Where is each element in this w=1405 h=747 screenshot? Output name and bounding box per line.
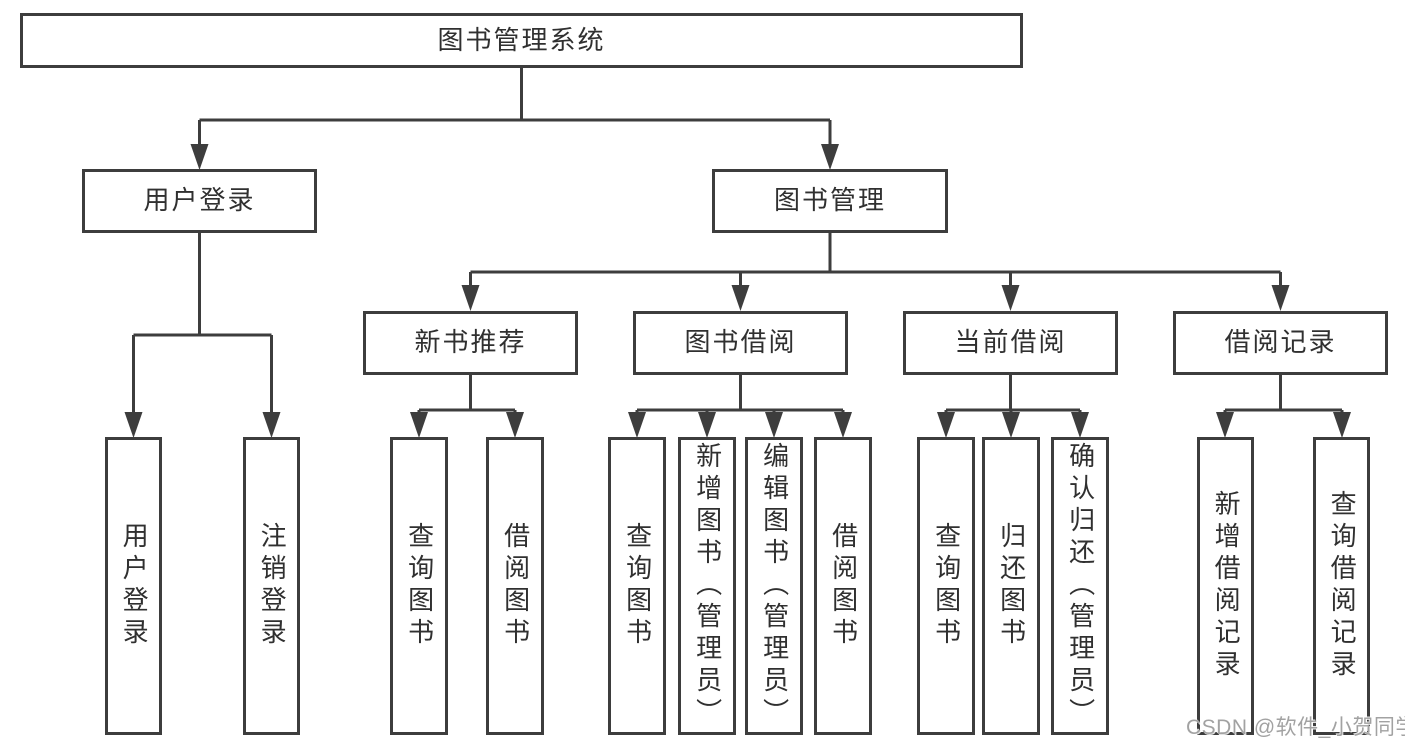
node-label: 查询图书 [931,522,962,650]
node-label: 查询借阅记录 [1327,490,1358,682]
leaf-user-login: 用户登录 [105,437,162,735]
leaf-query-books-current: 查询图书 [917,437,975,735]
node-label: 编辑图书（管理员） [759,442,790,730]
node-library-management-system: 图书管理系统 [20,13,1023,68]
node-label: 借阅图书 [828,522,859,650]
leaf-borrow-books-recommend: 借阅图书 [486,437,544,735]
node-label: 图书借阅 [684,327,797,358]
node-label: 归还图书 [996,522,1027,650]
node-label: 用户登录 [143,185,256,216]
leaf-logout: 注销登录 [243,437,300,735]
node-label: 查询图书 [622,522,653,650]
node-book-borrowing: 图书借阅 [633,311,848,375]
arrowheads [124,144,1351,438]
node-label: 注销登录 [257,522,288,650]
csdn-watermark: CSDN @软件_小贺同学 [1186,716,1405,739]
node-label: 查询图书 [404,522,435,650]
leaf-query-borrow-record: 查询借阅记录 [1313,437,1370,735]
leaf-edit-book-admin: 编辑图书（管理员） [745,437,803,735]
node-label: 新书推荐 [414,327,527,358]
leaf-borrow-books-borrowing: 借阅图书 [814,437,872,735]
leaf-add-borrow-record: 新增借阅记录 [1197,437,1254,735]
node-label: 用户登录 [119,522,150,650]
leaf-return-book: 归还图书 [982,437,1040,735]
node-label: 图书管理 [773,185,886,216]
node-new-book-recommendation: 新书推荐 [363,311,578,375]
node-current-borrowing: 当前借阅 [903,311,1118,375]
leaf-query-books-recommend: 查询图书 [390,437,448,735]
node-user-login: 用户登录 [82,169,317,233]
node-book-management: 图书管理 [712,169,948,233]
node-label: 新增图书（管理员） [692,442,723,730]
node-label: 图书管理系统 [437,24,606,55]
node-label: 借阅记录 [1224,327,1337,358]
node-label: 确认归还（管理员） [1065,442,1096,730]
leaf-query-books-borrowing: 查询图书 [608,437,666,735]
node-label: 新增借阅记录 [1211,490,1242,682]
leaf-confirm-return-admin: 确认归还（管理员） [1051,437,1109,735]
node-borrowing-records: 借阅记录 [1173,311,1388,375]
node-label: 当前借阅 [954,327,1067,358]
node-label: 借阅图书 [500,522,531,650]
leaf-add-book-admin: 新增图书（管理员） [678,437,736,735]
